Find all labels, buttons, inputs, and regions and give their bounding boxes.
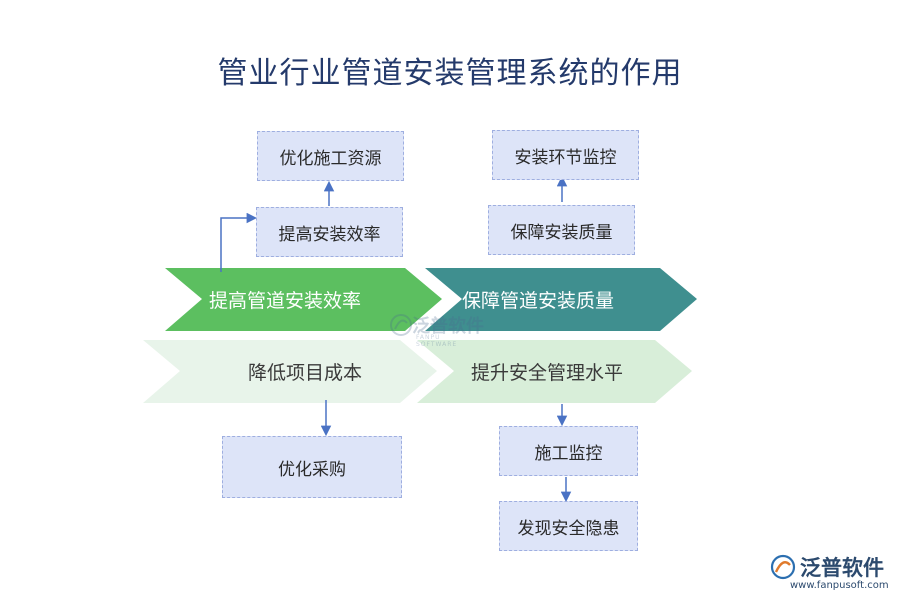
box-construction-monitor: 施工监控	[499, 426, 638, 476]
chevron-label-cost: 降低项目成本	[248, 362, 363, 384]
brand-logo-icon	[770, 554, 796, 580]
watermark-text: 泛普软件	[412, 316, 484, 337]
brand-logo: 泛普软件	[770, 552, 884, 582]
chevron-label-efficiency: 提高管道安装效率	[209, 290, 362, 312]
brand-name: 泛普软件	[800, 556, 884, 580]
box-improve-efficiency: 提高安装效率	[256, 207, 403, 257]
chevron-bottom-left-shape	[143, 340, 437, 403]
box-optimize-resources: 优化施工资源	[257, 131, 404, 181]
connector-efficiency-elbow	[220, 212, 258, 272]
watermark: 泛普软件 FANPU SOFTWARE	[390, 312, 484, 348]
box-optimize-purchase: 优化采购	[222, 436, 402, 498]
chevron-top-right-shape	[425, 268, 697, 331]
watermark-logo-icon	[390, 314, 412, 336]
box-install-monitor: 安装环节监控	[492, 130, 639, 180]
chevron-label-quality: 保障管道安装质量	[462, 290, 615, 312]
chevron-top-left-shape	[165, 268, 442, 331]
watermark-subtext: FANPU SOFTWARE	[416, 334, 458, 348]
page-title: 管业行业管道安装管理系统的作用	[217, 56, 683, 91]
chevron-label-safety: 提升安全管理水平	[471, 362, 624, 384]
box-ensure-quality: 保障安装质量	[488, 205, 635, 255]
brand-url: www.fanpusoft.com	[790, 580, 889, 591]
chevron-bottom-right-shape	[417, 340, 692, 403]
box-find-hazards: 发现安全隐患	[499, 501, 638, 551]
